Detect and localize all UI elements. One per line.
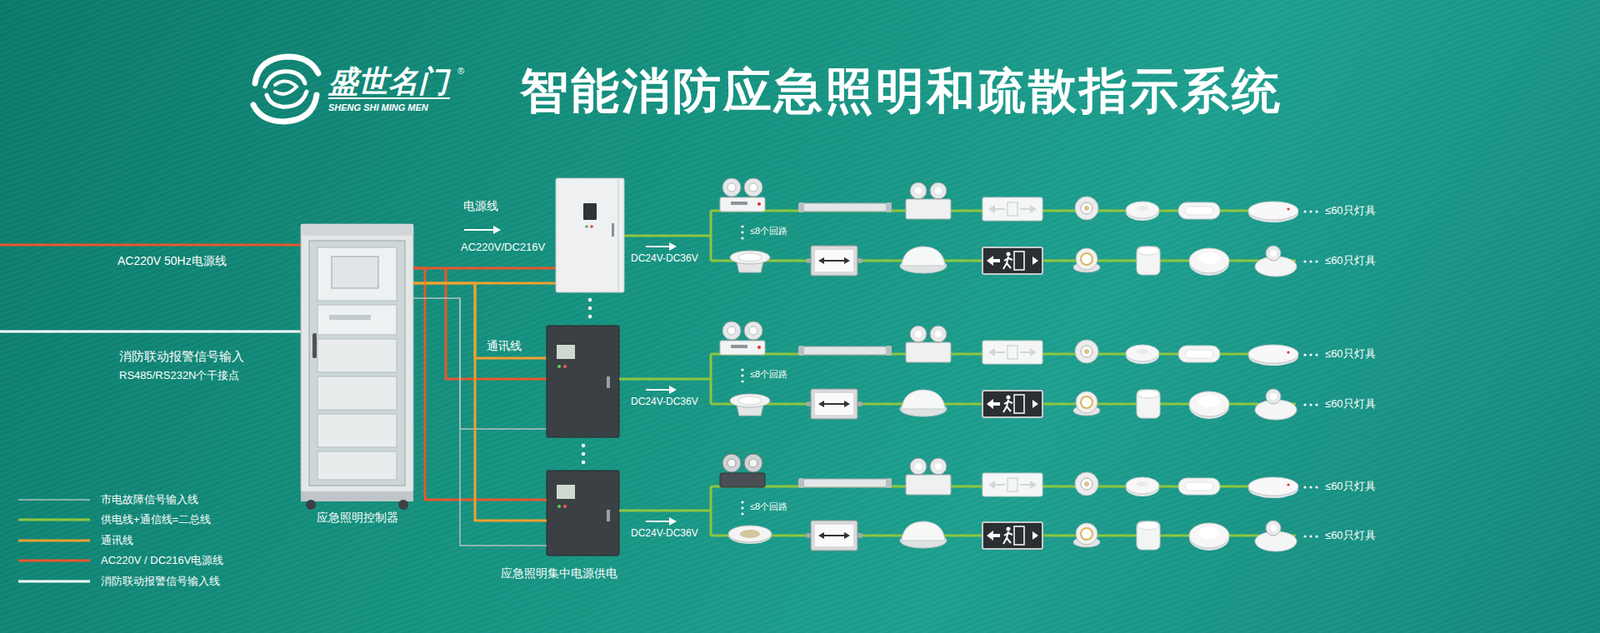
- logo-underline: [328, 97, 450, 100]
- fixture-count: ≤60只灯具: [1325, 480, 1376, 492]
- legend-text: 供电线+通信线=二总线: [100, 514, 211, 525]
- mains-power-line: [0, 244, 301, 247]
- voltage-label: DC24V-DC36V: [630, 396, 699, 407]
- fixture-count: ≤60只灯具: [1325, 255, 1376, 266]
- logo-wordmark: 盛世名门: [328, 66, 449, 97]
- diagram-title: 智能消防应急照明和疏散指示系统: [520, 66, 1283, 115]
- legend-text: AC220V / DC216V电源线: [100, 555, 224, 566]
- bus-lines: [619, 210, 1319, 538]
- line-label: RS485/RS232N个干接点: [119, 370, 240, 381]
- legend-text: 市电故障信号输入线: [100, 494, 199, 505]
- loop-count: ≤8个回路: [750, 226, 788, 236]
- legend-text: 通讯线: [100, 535, 134, 546]
- loop-count: ≤8个回路: [750, 502, 788, 512]
- node-caption: 应急照明集中电源供电: [500, 567, 618, 580]
- legend-text: 消防联动报警信号输入线: [100, 575, 220, 587]
- node-caption: 应急照明控制器: [316, 511, 399, 524]
- power-supply-drawing: [546, 178, 625, 556]
- voltage-label: DC24V-DC36V: [630, 528, 699, 539]
- line-label: 通讯线: [486, 340, 522, 352]
- line-label: AC220V 50Hz电源线: [117, 255, 227, 267]
- voltage-label: AC220V/DC216V: [460, 241, 545, 253]
- fixture-count: ≤60只灯具: [1325, 348, 1376, 360]
- logo-pinyin: SHENG SHI MING MEN: [328, 103, 429, 113]
- voltage-label: DC24V-DC36V: [630, 253, 699, 264]
- comm-line-connector: [413, 283, 547, 521]
- light-fixtures: [720, 178, 1299, 552]
- power-supply-box: 应急照明集中电源供电: [546, 470, 620, 556]
- controller-wiring: [413, 268, 556, 430]
- fixture-count: ≤60只灯具: [1325, 530, 1376, 541]
- line-label: 消防联动报警信号输入: [119, 350, 245, 363]
- logo-mark: [253, 56, 319, 122]
- controller-cabinet: 应急照明控制器: [300, 224, 414, 494]
- controller-cabinet-drawing: [300, 224, 414, 510]
- fixture-count: ≤60只灯具: [1325, 398, 1376, 410]
- legend-samples: [18, 500, 90, 582]
- fault-signal-connector: [413, 298, 547, 546]
- loop-count: ≤8个回路: [750, 370, 788, 380]
- fire-alarm-input-line: [0, 330, 301, 334]
- registered-mark: ®: [457, 66, 465, 76]
- direction-arrow: [464, 229, 495, 231]
- fixture-count: ≤60只灯具: [1325, 205, 1376, 216]
- line-label: 电源线: [463, 200, 499, 212]
- power-line-connector: [413, 268, 547, 500]
- direction-arrow-head: [493, 225, 501, 235]
